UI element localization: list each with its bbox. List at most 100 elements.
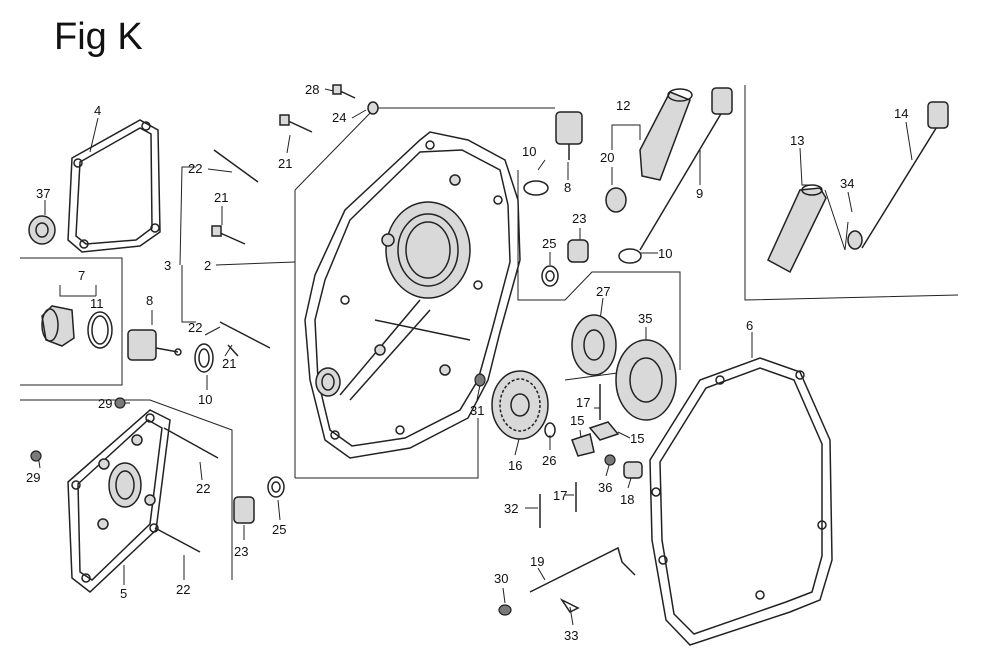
washer-25b [541,265,559,287]
nut-29b [30,450,42,462]
holder-15b [588,421,620,441]
callout-23: 23 [572,211,586,226]
callout-8: 8 [564,180,571,195]
governor-gear-16 [491,370,549,440]
washer-31 [474,373,486,387]
plug-23b [567,239,589,263]
boundary-oil-group [517,170,681,370]
callout-14: 14 [894,106,908,121]
callout-29: 29 [98,396,112,411]
callout-10: 10 [198,392,212,407]
callout-24: 24 [332,110,346,125]
callout-15: 15 [570,413,584,428]
slider-18 [623,461,643,479]
callout-22: 22 [176,582,190,597]
cover-plate-5 [67,409,171,593]
clip-26 [544,422,556,438]
o-ring-34 [847,230,863,250]
callout-21: 21 [214,190,228,205]
crankcase-cover-2 [304,131,521,459]
callout-30: 30 [494,571,508,586]
callout-22: 22 [188,320,202,335]
nut-30 [498,604,512,616]
group-boundaries [20,85,959,580]
callout-36: 36 [598,480,612,495]
filler-neck-13 [767,184,827,274]
boundary-case-bottom [295,418,479,479]
callout-34: 34 [840,176,854,191]
stud-bolt-22d [154,527,201,553]
callout-31: 31 [470,403,484,418]
callout-12: 12 [616,98,630,113]
washer-24 [367,101,379,115]
washer-36 [604,454,616,466]
callout-5: 5 [120,586,127,601]
callout-7: 7 [78,268,85,283]
callout-21: 21 [278,156,292,171]
callout-25: 25 [272,522,286,537]
dipstick-9 [639,87,733,251]
washer-25a [267,476,285,498]
governor-holder-8a [127,329,182,361]
bolt-21a [279,114,313,133]
bearing-35 [615,339,677,421]
stud-bolt-22b [219,321,271,349]
callout-32: 32 [504,501,518,516]
clip-33 [559,598,580,613]
callout-15: 15 [630,431,644,446]
boundary-left-box [20,257,123,386]
dipstick-14 [861,101,949,249]
washer-10c [618,248,642,264]
filler-plug-7 [41,305,75,347]
boundary-right-box [744,85,959,301]
gasket-4 [67,119,161,253]
governor-arm-19 [529,546,636,593]
callout-35: 35 [638,311,652,326]
callout-16: 16 [508,458,522,473]
plug-23a [233,496,255,524]
bolt-28 [332,84,356,99]
callout-33: 33 [564,628,578,643]
callout-10: 10 [522,144,536,159]
callout-19: 19 [530,554,544,569]
leader-lines [37,88,913,626]
callout-28: 28 [305,82,319,97]
callout-13: 13 [790,133,804,148]
callout-26: 26 [542,453,556,468]
o-ring-20 [605,187,627,213]
figure-title: Fig K [54,16,143,58]
governor-holder-8b [555,111,583,160]
callout-17: 17 [576,395,590,410]
callout-labels: 28 24 21 4 22 21 37 3 2 7 11 8 22 21 10 … [26,82,908,643]
callout-21: 21 [222,356,236,371]
callout-29: 29 [26,470,40,485]
callout-37: 37 [36,186,50,201]
gasket-6 [649,357,833,646]
callout-6: 6 [746,318,753,333]
nut-29a [114,397,126,409]
callout-27: 27 [596,284,610,299]
callout-18: 18 [620,492,634,507]
bolt-21c [227,344,239,357]
stud-bolt-22c [163,427,219,459]
callout-17: 17 [553,488,567,503]
callout-4: 4 [94,103,101,118]
boundary-cover-plate [20,399,233,580]
oil-seal-37 [28,215,56,245]
callout-8: 8 [146,293,153,308]
callout-2: 2 [204,258,211,273]
bolt-21b [211,225,246,245]
washer-10b [523,180,549,196]
callout-23: 23 [234,544,248,559]
callout-10: 10 [658,246,672,261]
washer-10a [194,343,214,373]
callout-11: 11 [90,296,104,311]
oil-filler-neck-12 [639,88,693,181]
callout-22: 22 [188,161,202,176]
o-ring-11 [87,311,113,349]
callout-22: 22 [196,481,210,496]
callout-3: 3 [164,258,171,273]
callout-9: 9 [696,186,703,201]
